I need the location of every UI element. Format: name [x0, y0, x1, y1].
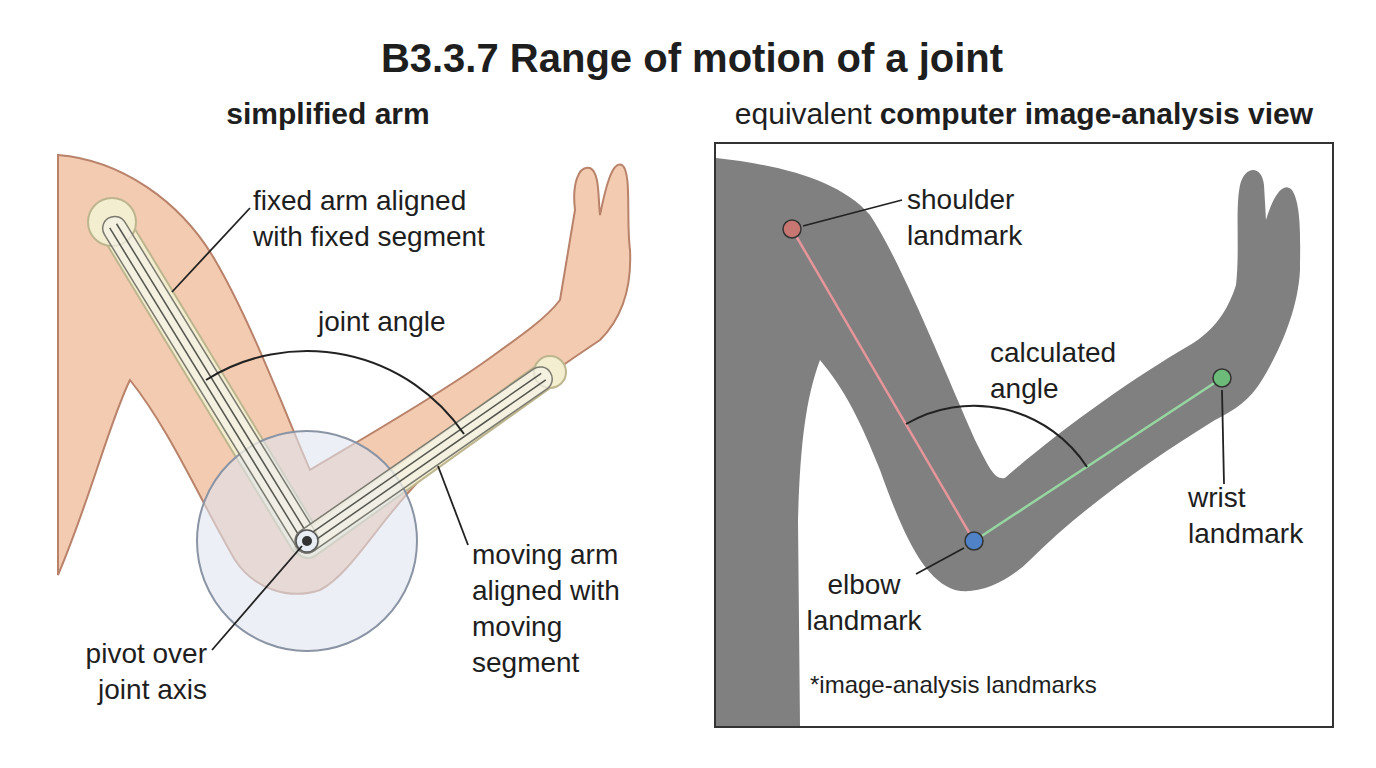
leader-line — [803, 200, 902, 226]
callout-label: moving arm aligned with moving segment — [472, 537, 650, 681]
angle-label: calculated angle — [990, 335, 1160, 407]
callout-label: fixed arm aligned with fixed segment — [253, 183, 523, 255]
pivot-dot — [302, 536, 312, 546]
angle-arc — [206, 351, 464, 434]
arm-skin — [58, 155, 630, 594]
shoulder-landmark-dot — [783, 220, 801, 238]
leader-line — [916, 548, 964, 574]
landmark-label: wrist landmark — [1188, 480, 1328, 552]
angle-label: joint angle — [318, 304, 446, 340]
elbow-landmark-dot — [965, 532, 983, 550]
panel-heading: simplified arm — [128, 96, 528, 132]
upper-arm-line — [792, 229, 974, 541]
angle-arc — [906, 406, 1087, 467]
leader-line — [172, 208, 250, 292]
landmark-label: shoulder landmark — [907, 182, 1057, 254]
leader-line — [212, 546, 302, 650]
analysis-panel — [715, 143, 1333, 727]
fixed-arm — [98, 212, 323, 558]
callout-label: pivot over joint axis — [45, 636, 207, 708]
goniometer-dial — [197, 431, 417, 651]
panel-heading-row: equivalentcomputer image-analysis view — [715, 96, 1333, 132]
landmark-label: elbow landmark — [789, 567, 939, 639]
title: B3.3.7 Range of motion of a joint — [4, 34, 1376, 82]
panel-heading: computer image-analysis view — [880, 96, 1314, 132]
leader-line — [438, 466, 468, 545]
footnote: *image-analysis landmarks — [810, 670, 1097, 700]
panel-heading: equivalent — [735, 96, 872, 132]
leader-line — [1222, 390, 1224, 484]
wrist-landmark-dot — [1213, 369, 1231, 387]
arm-silhouette — [716, 158, 1300, 726]
